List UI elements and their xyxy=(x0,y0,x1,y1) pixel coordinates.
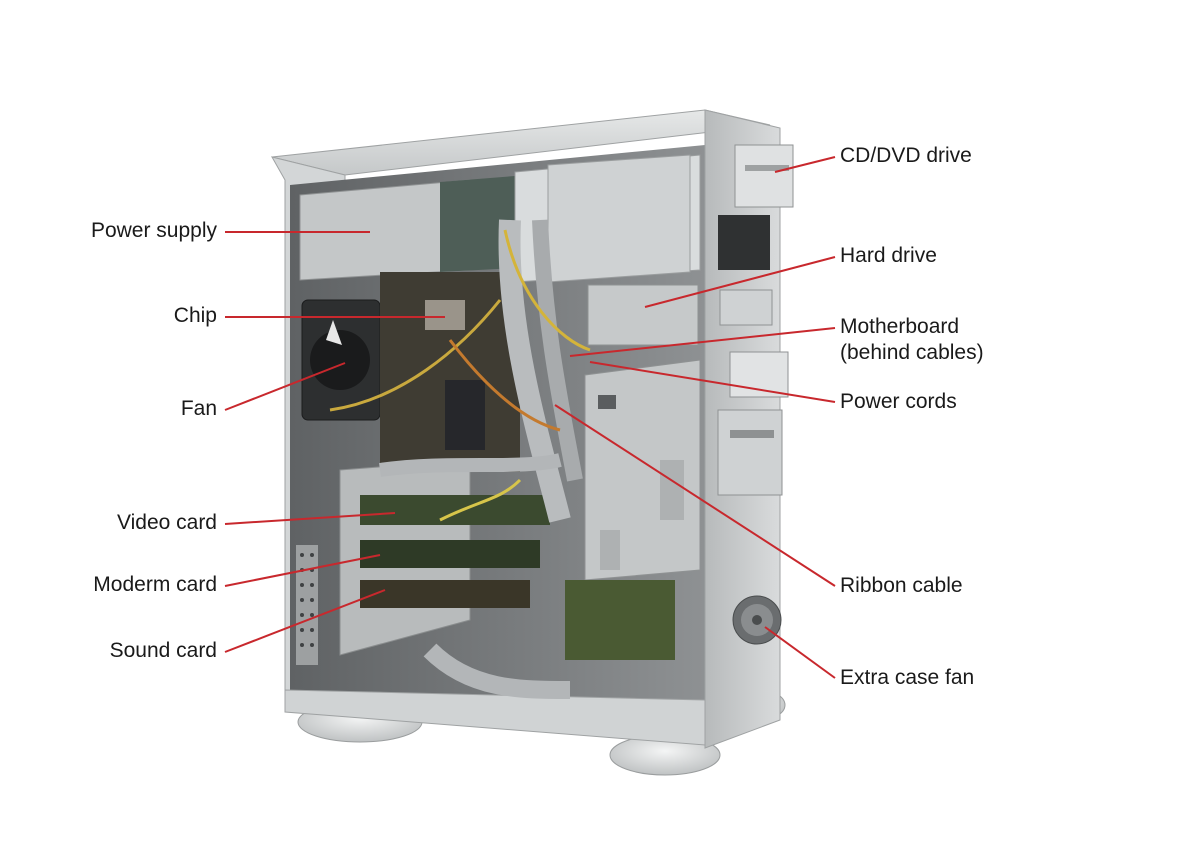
leader-hard-drive xyxy=(644,256,836,308)
leader-power-cords xyxy=(589,361,836,403)
label-motherboard-line1: Motherboard xyxy=(840,315,960,338)
chip-unit xyxy=(425,300,465,330)
label-ribbon-cable: Ribbon cable xyxy=(840,574,963,597)
power-supply-unit xyxy=(299,176,515,281)
label-sound-card: Sound card xyxy=(109,639,217,662)
video-card-unit xyxy=(360,495,550,525)
leader-sound-card xyxy=(224,589,386,653)
modem-card-unit xyxy=(360,540,540,568)
label-hard-drive: Hard drive xyxy=(840,244,937,267)
drive-cage xyxy=(514,154,701,581)
leader-fan xyxy=(224,362,346,411)
label-video-card: Video card xyxy=(116,511,217,534)
leader-extra-case-fan xyxy=(764,626,836,679)
leader-cd-dvd-drive xyxy=(774,156,836,173)
label-power-cords: Power cords xyxy=(840,390,957,413)
cd-dvd-drive-unit xyxy=(734,144,794,208)
label-cd-dvd-drive: CD/DVD drive xyxy=(840,144,972,167)
label-fan: Fan xyxy=(180,397,217,420)
label-chip: Chip xyxy=(173,304,217,327)
label-motherboard: Motherboard (behind cables) xyxy=(840,314,984,366)
ribbon-cables xyxy=(329,219,591,699)
label-extra-case-fan: Extra case fan xyxy=(840,666,975,689)
leader-ribbon-cable xyxy=(554,404,836,587)
leader-motherboard xyxy=(569,327,836,357)
sound-card-unit xyxy=(360,580,530,608)
fan-unit xyxy=(301,299,381,421)
leader-video-card xyxy=(224,512,396,525)
leader-lines xyxy=(224,156,836,679)
expansion-cards xyxy=(339,459,675,660)
motherboard-area xyxy=(380,272,520,472)
label-modem-card: Moderm card xyxy=(93,573,217,596)
extra-case-fan-unit xyxy=(732,595,782,645)
label-motherboard-line2: (behind cables) xyxy=(840,341,984,364)
front-drives xyxy=(717,144,794,496)
label-power-supply: Power supply xyxy=(90,219,217,242)
leader-modem-card xyxy=(224,554,381,587)
hard-drive-unit xyxy=(587,284,699,346)
rear-vent xyxy=(296,545,318,665)
